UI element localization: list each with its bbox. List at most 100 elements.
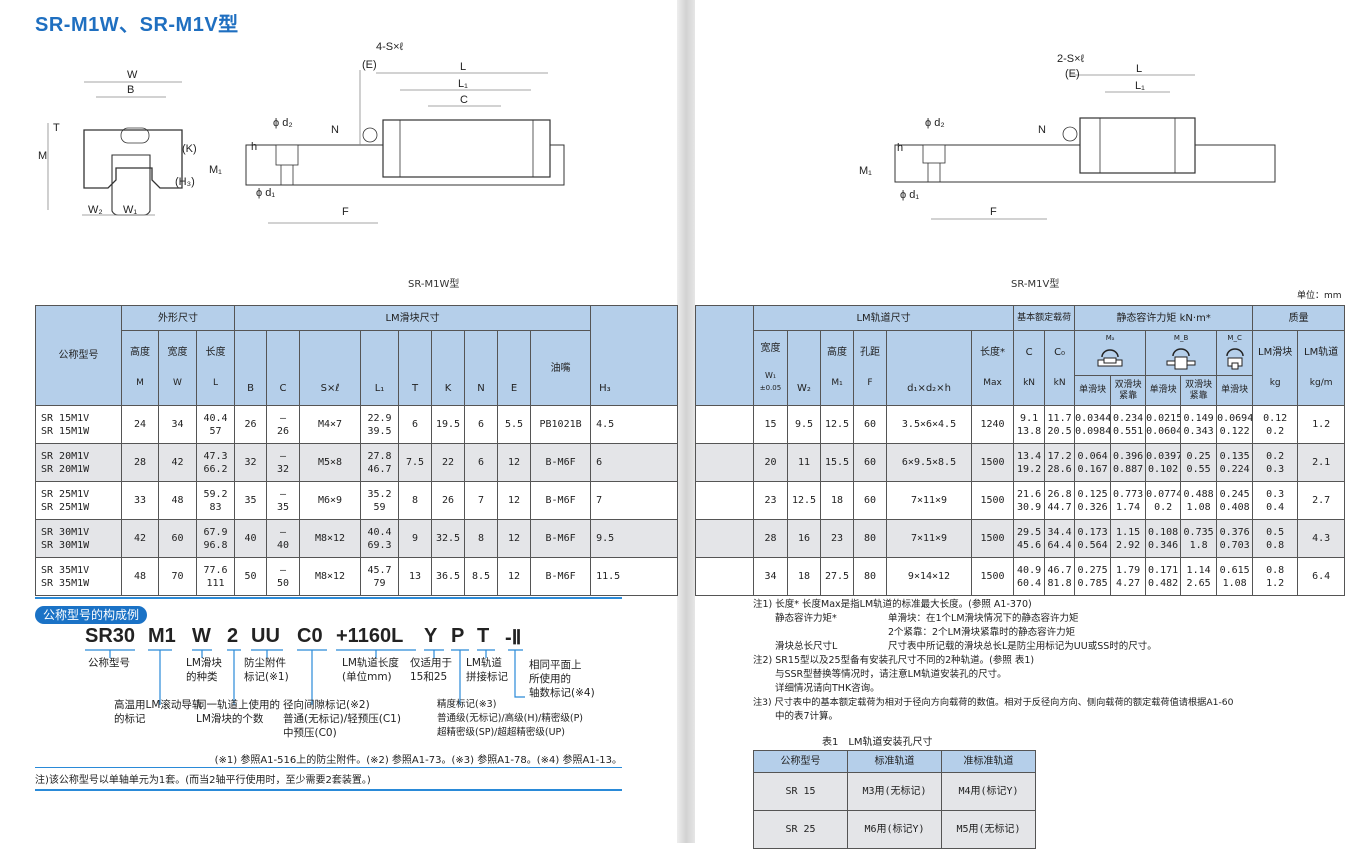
cell-f: 60 [853, 443, 887, 482]
header-outer: 外形尺寸 [120, 305, 236, 331]
cell-c-line: 13.8 [1017, 425, 1042, 437]
cell-m1: 18 [820, 481, 854, 520]
cell-mb2-line: 1.08 [1186, 501, 1211, 513]
cell-max: 1500 [970, 443, 1015, 482]
cell-d: 3.5×6×4.5 [886, 405, 972, 444]
header-mb-single: 单滑块 [1145, 375, 1182, 406]
cell-ma1-line: 0.173 [1077, 526, 1108, 538]
cell-kg-line: 0.4 [1266, 501, 1285, 513]
cell-model-line: SR 30M1V [41, 526, 90, 538]
cell-w2: 12.5 [787, 481, 821, 520]
code-segment: M1 [148, 625, 176, 647]
line: LM轨道 [466, 657, 502, 669]
dim-f: F [342, 206, 349, 218]
cell-m: 42 [121, 519, 159, 558]
cell-model-line: SR 20M1W [41, 463, 90, 475]
cell-mb2-line: 1.8 [1189, 539, 1208, 551]
cell-m1: 27.5 [820, 557, 854, 596]
divider [35, 597, 622, 599]
code-segment: P [451, 625, 465, 647]
cell-nipple: B-M6F [530, 443, 592, 482]
cell-l-line: 83 [209, 501, 222, 513]
cell-k: 26 [431, 481, 466, 520]
cell-c-line: 19.2 [1017, 463, 1042, 475]
header-label: LM滑块 [1258, 347, 1293, 358]
label-high-temp: 高温用LM滚动导轨的标记 [114, 698, 202, 726]
cell-l-line: 111 [206, 577, 225, 589]
cell-h3: 6 [590, 443, 679, 482]
cell-mb2-line: 1.14 [1186, 564, 1211, 576]
cell-w: 48 [158, 481, 197, 520]
cell-mc-line: 1.08 [1222, 577, 1247, 589]
header-w2: W₂ [787, 330, 821, 406]
cell-c-line: 30.9 [1017, 501, 1042, 513]
header-e: E [497, 330, 532, 406]
cell-e: 5.5 [497, 405, 532, 444]
part-number-footnote: (※1) 参照A1-516上的防尘附件。(※2) 参照A1-73。(※3) 参照… [214, 755, 622, 766]
header-block: LM滑块尺寸 [234, 305, 592, 331]
cell-mc-line: 0.703 [1219, 539, 1250, 551]
dim-d2: ϕ d₂ [273, 117, 293, 129]
caption-sr-m1w: SR-M1W型 [408, 279, 460, 290]
cell-mb1-line: 0.0604 [1146, 425, 1181, 437]
cell-l-line: 66.2 [203, 463, 228, 475]
cell-ma2-line: 1.15 [1116, 526, 1141, 538]
header-mc: M_C [1216, 330, 1254, 376]
code-segment: W [192, 625, 211, 647]
cell-t: 6 [398, 405, 433, 444]
header-l1: L₁ [360, 330, 400, 406]
header-semi-standard: 准标准轨道 [941, 750, 1036, 773]
label-clearance: 径向间隙标记(※2)普通(无标记)/轻预压(C1)中预压(C0) [283, 698, 401, 740]
note-2-line2: 与SSR型替换等情况时，请注意LM轨道安装孔的尺寸。 [775, 669, 1007, 680]
dim-l: L [460, 61, 466, 73]
cell-s: M6×9 [299, 481, 362, 520]
header-label: 宽度 [760, 342, 781, 354]
header-unit: kg [1269, 378, 1281, 388]
dim-d1-v: ϕ d₁ [900, 189, 919, 201]
cell-c0-line: 64.4 [1047, 539, 1072, 551]
cell-nipple: B-M6F [530, 557, 592, 596]
note-1-moment: 静态容许力矩* [775, 613, 837, 624]
dim-h: h [251, 141, 257, 153]
cell-blank [695, 557, 754, 596]
note-1-single: 单滑块：在1个LM滑块情况下的静态容许力矩 [888, 613, 1079, 624]
cell-kg-line: 0.3 [1266, 463, 1285, 475]
page-gutter [677, 0, 695, 843]
cell-ma2-line: 4.27 [1116, 577, 1141, 589]
cell-kgm: 2.1 [1297, 443, 1346, 482]
cell-m1: 15.5 [820, 443, 854, 482]
moment-ma-icon [1097, 348, 1123, 366]
line: LM轨道长度 [342, 657, 399, 669]
cell-h3: 9.5 [590, 519, 679, 558]
header-b: B [234, 330, 268, 406]
cell-max: 1240 [970, 405, 1015, 444]
cell-w1: 20 [753, 443, 788, 482]
cell-c-line: — [280, 488, 287, 500]
cell-ma1-line: 0.0984 [1075, 425, 1111, 437]
cell-kg-line: 0.5 [1266, 526, 1285, 538]
line: LM滑块的个数 [196, 713, 264, 725]
cell-k: 36.5 [431, 557, 466, 596]
moment-mc-icon [1225, 347, 1244, 369]
cell-ma1-line: 0.167 [1077, 463, 1108, 475]
cell-ma2-line: 1.74 [1116, 501, 1141, 513]
cell-blank [695, 405, 754, 444]
cell-l-line: 47.3 [203, 450, 228, 462]
cell-h3: 4.5 [590, 405, 679, 444]
cell-c0-line: 11.7 [1047, 412, 1072, 424]
cell-ma1-line: 0.785 [1077, 577, 1108, 589]
label-hole: 4-S×ℓ [376, 41, 404, 53]
